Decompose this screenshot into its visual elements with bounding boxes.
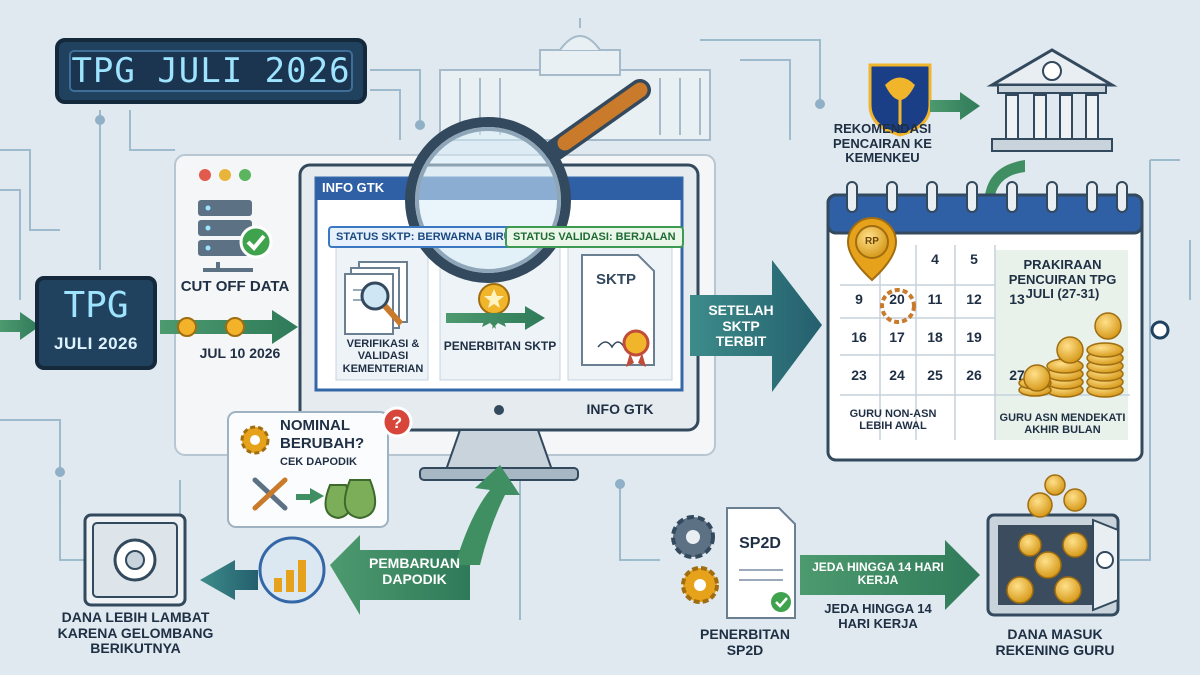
- kemenkeu-logo-icon: [868, 63, 932, 137]
- pembaruan-label: PEMBARUAN DAPODIK: [369, 555, 460, 587]
- monitor-header: INFO GTK: [322, 180, 385, 195]
- tpg-box-line2: JULI 2026: [54, 334, 138, 353]
- sp2d-caption: PENERBITAN SP2D: [700, 626, 790, 658]
- location-pin-icon: [846, 216, 898, 282]
- page-title: TPG JULI 2026: [69, 50, 353, 92]
- step-penerbitan-sktp: PENERBITAN SKTP: [443, 339, 557, 353]
- calendar-day: 19: [966, 329, 982, 345]
- chart-growth-icon: [258, 536, 326, 604]
- coin-label: Rp: [865, 236, 879, 247]
- pembaruan-arrow: [330, 535, 470, 615]
- nominal-line3: CEK DAPODIK: [280, 456, 358, 468]
- calendar-day: 27: [1009, 367, 1025, 383]
- calendar-day: 17: [889, 329, 905, 345]
- up-arrow: [455, 465, 520, 565]
- tpg-box: TPG JULI 2026: [35, 276, 157, 370]
- dana-masuk-label: DANA MASUK REKENING GURU: [995, 626, 1115, 658]
- calendar-day: 23: [851, 367, 867, 383]
- status-validasi-badge: STATUS VALIDASI: BERJALAN: [505, 226, 684, 248]
- coin-stack-icon: [1018, 312, 1124, 398]
- nominal-line1: NOMINAL: [280, 417, 350, 434]
- note-non-asn: GURU NON-ASN LEBIH AWAL: [849, 408, 937, 433]
- status-sktp-badge: STATUS SKTP: BERWARNA BIRU: [328, 226, 520, 248]
- calendar-day: 24: [889, 367, 905, 383]
- calendar-day: 4: [931, 251, 939, 267]
- sp2d-doc-label: SP2D: [739, 535, 781, 552]
- cutoff-date: JUL 10 2026: [199, 345, 281, 361]
- calendar-day: 25: [927, 367, 943, 383]
- svg-text:?: ?: [392, 413, 402, 432]
- calendar-day: 18: [927, 329, 943, 345]
- jeda-below-label: JEDA HINGGA 14 HARI KERJA: [824, 601, 932, 631]
- rekomendasi-label: REKOMENDASI PENCAIRAN KE KEMENKEU: [833, 121, 932, 166]
- money-bag-icon: [324, 479, 377, 520]
- note-asn: GURU ASN MENDEKATI AKHIR BULAN: [999, 412, 1126, 437]
- timeline-arrow: [0, 310, 298, 344]
- sp2d-document-icon: [726, 507, 796, 619]
- cutoff-label: CUT OFF DATA: [180, 278, 290, 295]
- circuit-lines: [0, 39, 1191, 620]
- calendar-day: 9: [855, 291, 863, 307]
- vault-icon: [986, 474, 1120, 617]
- nominal-line2: BERUBAH?: [280, 435, 365, 452]
- calendar-day: 5: [970, 251, 978, 267]
- tpg-box-line1: TPG: [63, 285, 129, 326]
- monitor-footer: INFO GTK: [586, 401, 654, 417]
- connector-node: [1150, 320, 1170, 340]
- title-panel: TPG JULI 2026: [55, 38, 367, 104]
- sktp-doc-label: SKTP: [595, 271, 636, 288]
- to-safe-arrow: [200, 560, 258, 600]
- document-stack-icon: [344, 261, 408, 335]
- setelah-arrow-label: SETELAH SKTP TERBIT: [708, 302, 774, 350]
- tools-to-money-arrow: [296, 488, 324, 504]
- calendar-day: 13: [1009, 291, 1025, 307]
- calendar-day: 20: [889, 291, 905, 307]
- calendar-day: 26: [966, 367, 982, 383]
- gears-icon: [671, 515, 719, 604]
- calendar-day: 11: [927, 291, 943, 307]
- calendar-day: 12: [966, 291, 982, 307]
- jeda-arrow-label: JEDA HINGGA 14 HARI KERJA: [812, 560, 944, 588]
- step-verifikasi: VERIFIKASI & VALIDASI KEMENTERIAN: [342, 338, 424, 375]
- calendar-day: 16: [851, 329, 867, 345]
- gear-icon: [240, 425, 270, 455]
- jeda-arrow: [800, 540, 980, 610]
- setelah-arrow: [690, 260, 822, 392]
- to-bank-arrow: [930, 92, 980, 120]
- server-icon: [198, 200, 273, 272]
- sktp-document-icon: [581, 254, 655, 367]
- monitor-step-arrow: [446, 306, 545, 330]
- bank-building-icon: [986, 48, 1118, 152]
- dana-lambat-label: DANA LEBIH LAMBAT KARENA GELOMBANG BERIK…: [57, 609, 214, 657]
- tools-icon: [252, 477, 288, 511]
- forecast-label: PRAKIRAAN PENCUIRAN TPG JULI (27-31): [1008, 257, 1117, 302]
- safe-icon: [83, 513, 187, 607]
